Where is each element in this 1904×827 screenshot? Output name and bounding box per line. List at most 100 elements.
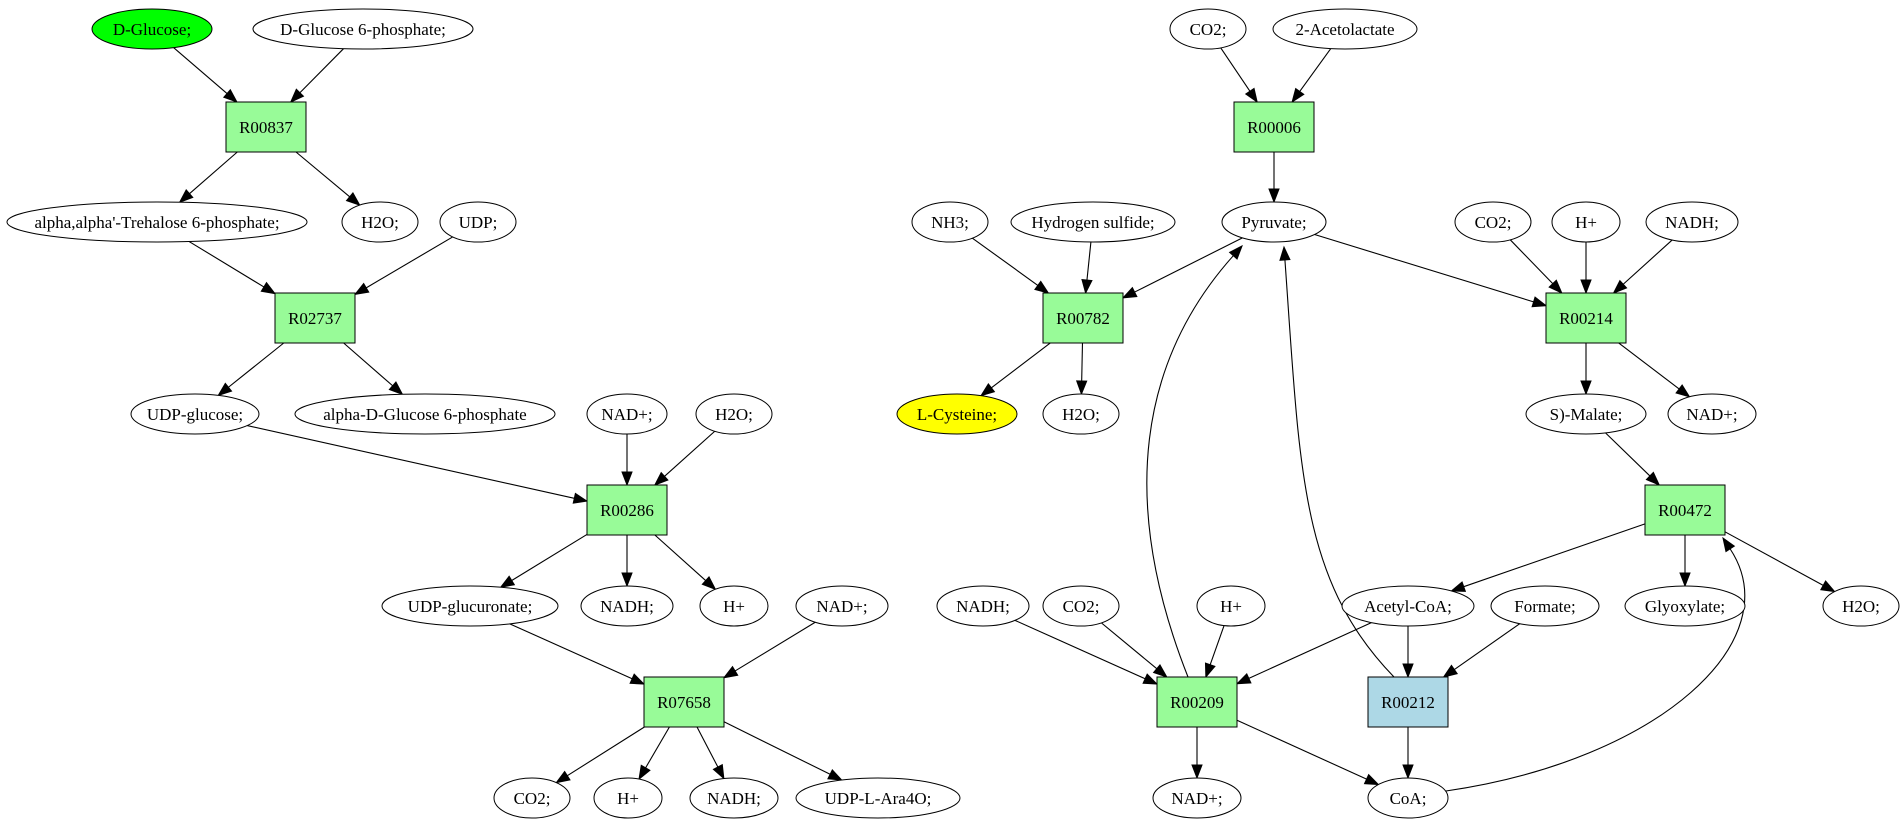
arrowhead: [653, 471, 669, 486]
edge-line: [1622, 239, 1673, 285]
compound-node-c-dg6p[interactable]: D-Glucose 6-phosphate;: [252, 8, 474, 50]
compound-node-c-coa[interactable]: CoA;: [1367, 777, 1449, 819]
compound-ellipse: [936, 585, 1030, 627]
compound-node-c-formate[interactable]: Formate;: [1490, 585, 1600, 627]
node-label: H2O;: [715, 405, 753, 424]
compound-ellipse: [1042, 393, 1120, 435]
arrowhead: [260, 281, 277, 295]
arrowhead: [1204, 662, 1216, 679]
edge-r_r00286-to-c_hplus_1: [654, 534, 717, 591]
compound-node-c-udpglucuronate[interactable]: UDP-glucuronate;: [381, 585, 559, 627]
arrowhead: [388, 381, 404, 396]
edge-c_nadp_2-to-r_r07658: [722, 621, 816, 679]
edge-line: [1248, 622, 1372, 679]
compound-node-c-nadh-3[interactable]: NADH;: [1645, 201, 1739, 243]
arrowhead: [1722, 536, 1736, 553]
arrowhead: [638, 764, 651, 781]
reaction-node-r-r00472[interactable]: R00472: [1644, 484, 1726, 536]
edge-r_r00209-to-c_nadp_4: [1191, 727, 1203, 780]
compound-ellipse: [1152, 777, 1242, 819]
edge-r_r07658-to-c_hplus_2: [638, 726, 670, 781]
edge-line: [1618, 342, 1680, 390]
compound-node-c-nadh-2[interactable]: NADH;: [689, 777, 779, 819]
compound-node-c-h2s[interactable]: Hydrogen sulfide;: [1010, 201, 1176, 243]
reaction-box: [1042, 292, 1124, 344]
edge-r_r00209-to-c_pyruvate: [1146, 244, 1243, 678]
compound-node-c-h2o-2[interactable]: H2O;: [695, 393, 773, 435]
node-label: UDP-glucuronate;: [408, 597, 533, 616]
compound-node-c-acetolactate[interactable]: 2-Acetolactate: [1272, 8, 1418, 50]
edge-line: [1081, 342, 1084, 382]
edge-c_h2s-to-r_r00782: [1081, 241, 1093, 295]
compound-ellipse: [439, 201, 517, 243]
compound-node-c-hplus-1[interactable]: H+: [699, 585, 769, 627]
compound-node-c-glyoxylate[interactable]: Glyoxylate;: [1624, 585, 1746, 627]
compound-node-c-nadh-4[interactable]: NADH;: [936, 585, 1030, 627]
compound-node-c-lcysteine[interactable]: L-Cysteine;: [896, 393, 1018, 435]
node-label: Formate;: [1514, 597, 1575, 616]
reaction-box: [1367, 676, 1449, 728]
edge-line: [1086, 241, 1092, 281]
node-label: NAD+;: [816, 597, 867, 616]
compound-node-c-h2o-4[interactable]: H2O;: [1822, 585, 1900, 627]
reaction-node-r-r00837[interactable]: R00837: [225, 101, 307, 153]
arrowhead: [1081, 278, 1093, 295]
compound-node-c-co2-2[interactable]: CO2;: [1169, 8, 1247, 50]
compound-node-c-nadp-2[interactable]: NAD+;: [795, 585, 889, 627]
reaction-node-r-r02737[interactable]: R02737: [274, 292, 356, 344]
compound-ellipse: [695, 393, 773, 435]
compound-node-c-co2-4[interactable]: CO2;: [1042, 585, 1120, 627]
compound-node-c-udplara4o[interactable]: UDP-L-Ara4O;: [795, 777, 961, 819]
reaction-node-r-r00209[interactable]: R00209: [1156, 676, 1238, 728]
compound-node-c-h2o-3[interactable]: H2O;: [1042, 393, 1120, 435]
compound-node-c-nadp-1[interactable]: NAD+;: [586, 393, 668, 435]
reaction-node-r-r00212[interactable]: R00212: [1367, 676, 1449, 728]
arrowhead: [827, 768, 843, 781]
nodes-layer: D-Glucose; D-Glucose 6-phosphate; R00837 al…: [6, 8, 1900, 819]
node-label: Glyoxylate;: [1645, 597, 1725, 616]
arrowhead: [1679, 572, 1691, 588]
compound-node-c-adg6p[interactable]: alpha-D-Glucose 6-phosphate: [294, 393, 556, 435]
arrowhead: [1450, 581, 1467, 592]
reaction-node-r-r07658[interactable]: R07658: [643, 676, 725, 728]
arrowhead: [979, 382, 996, 397]
compound-node-c-dglucose[interactable]: D-Glucose;: [91, 8, 213, 50]
edge-c_acetylcoa-to-r_r00212: [1402, 626, 1414, 679]
edge-c_udpglucose-to-r_r00286: [247, 425, 589, 504]
compound-ellipse: [795, 585, 889, 627]
edge-line: [1299, 48, 1332, 92]
arrowhead: [1820, 580, 1836, 593]
edge-line: [1284, 259, 1395, 678]
edge-line: [365, 236, 453, 289]
node-label: R00212: [1381, 693, 1435, 712]
arrowhead: [222, 88, 238, 103]
reaction-node-r-r00214[interactable]: R00214: [1545, 292, 1627, 344]
reaction-node-r-r00286[interactable]: R00286: [586, 484, 668, 536]
compound-node-c-hplus-2[interactable]: H+: [593, 777, 663, 819]
compound-node-c-nh3[interactable]: NH3;: [911, 201, 989, 243]
compound-node-c-hplus-4[interactable]: H+: [1196, 585, 1266, 627]
edge-line: [1724, 531, 1824, 586]
compound-node-c-nadp-4[interactable]: NAD+;: [1152, 777, 1242, 819]
compound-node-c-acetylcoa[interactable]: Acetyl-CoA;: [1341, 585, 1475, 627]
reaction-node-r-r00782[interactable]: R00782: [1042, 292, 1124, 344]
compound-node-c-hplus-3[interactable]: H+: [1551, 201, 1621, 243]
compound-node-c-co2-1[interactable]: CO2;: [493, 777, 571, 819]
compound-node-c-co2-3[interactable]: CO2;: [1454, 201, 1532, 243]
compound-ellipse: [6, 201, 308, 243]
compound-node-c-nadh-1[interactable]: NADH;: [580, 585, 674, 627]
node-label: 2-Acetolactate: [1295, 20, 1394, 39]
compound-node-c-nadp-3[interactable]: NAD+;: [1667, 393, 1757, 435]
compound-ellipse: [689, 777, 779, 819]
edge-c_pyruvate-to-r_r00782: [1121, 237, 1243, 299]
compound-node-c-udpglucose[interactable]: UDP-glucose;: [130, 393, 260, 435]
compound-node-c-udp[interactable]: UDP;: [439, 201, 517, 243]
reaction-node-r-r00006[interactable]: R00006: [1233, 101, 1315, 153]
compound-node-c-smalate[interactable]: S)-Malate;: [1525, 393, 1647, 435]
compound-node-c-pyruvate[interactable]: Pyruvate;: [1221, 201, 1327, 243]
compound-node-c-h2o-1[interactable]: H2O;: [341, 201, 419, 243]
reaction-box: [1156, 676, 1238, 728]
edge-line: [1146, 255, 1234, 678]
arrowhead: [1531, 296, 1548, 308]
compound-node-c-trehalose6p[interactable]: alpha,alpha'-Trehalose 6-phosphate;: [6, 201, 308, 243]
